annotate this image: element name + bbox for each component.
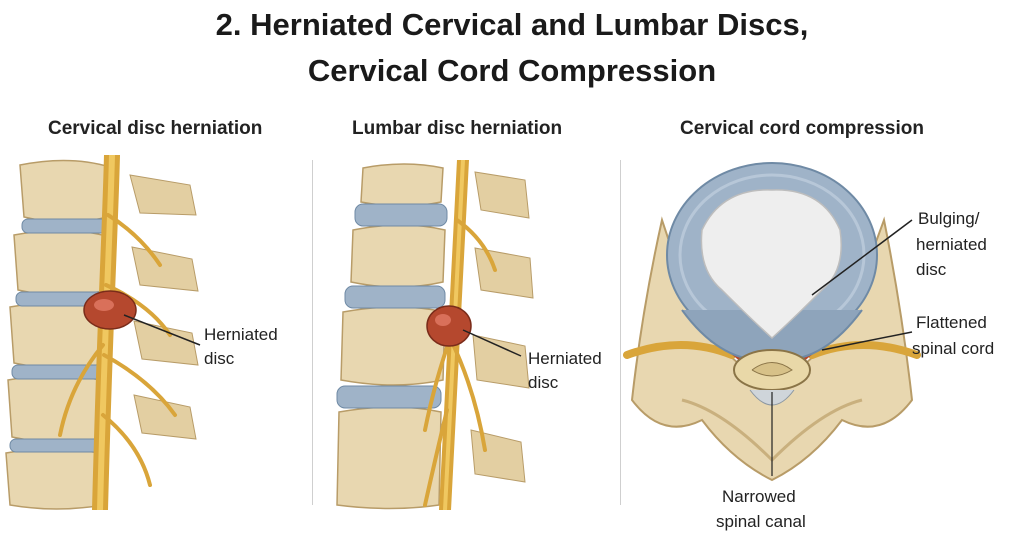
spinal-nerves [423,160,497,510]
vertebra-bodies [336,163,446,510]
panel-divider-2 [620,160,621,505]
lumbar-spine-illustration [336,160,534,510]
cervical-spine-illustration [5,155,201,510]
label-canal-2: spinal canal [716,512,806,531]
leader-line-lumbar [462,329,522,357]
label-flattened-1: Flattened [916,313,987,332]
label-herniated-disc-lumbar-1: Herniated [528,349,602,368]
spinous-processes [470,171,534,483]
label-herniated-disc-cervical-1: Herniated [204,325,278,344]
page-title-line-2: Cervical Cord Compression [307,53,717,88]
cervical-herniation [83,290,137,330]
label-herniated-disc-lumbar-2: disc [528,373,559,392]
page-title-line-1: 2. Herniated Cervical and Lumbar Discs, [215,7,809,42]
panel-divider-1 [312,160,313,505]
intervertebral-discs [336,203,448,409]
panel-title-cervical: Cervical disc herniation [48,118,263,139]
label-canal-1: Narrowed [722,487,796,506]
spinous-processes [129,174,199,440]
leader-line-bulging [811,219,913,296]
label-herniated-disc-cervical-2: disc [204,349,235,368]
cord-compression-illustration [623,162,921,482]
leader-line-flattened [821,331,913,351]
spinal-nerves [58,155,177,510]
label-flattened-2: spinal cord [912,339,995,358]
label-bulging-1: Bulging/ [918,209,980,228]
panel-title-cord: Cervical cord compression [680,118,924,139]
label-bulging-3: disc [916,260,947,279]
disc-nucleus [700,189,842,340]
panel-title-lumbar: Lumbar disc herniation [352,118,563,139]
label-bulging-2: herniated [916,235,987,254]
leader-line-cervical [123,314,201,346]
lumbar-herniation [426,305,472,347]
